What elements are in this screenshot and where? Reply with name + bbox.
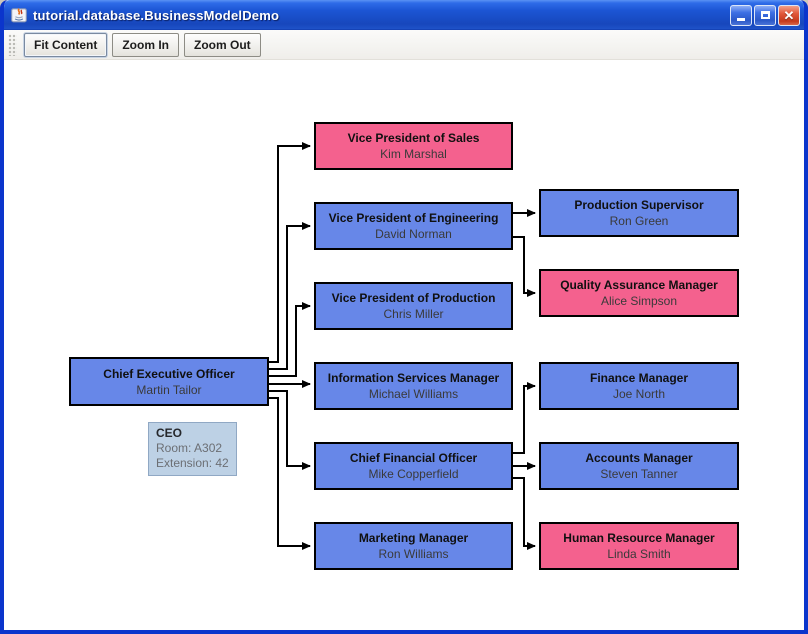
- node-person: Joe North: [612, 387, 666, 401]
- tooltip-room: Room: A302: [156, 441, 223, 455]
- node-vp-production[interactable]: Vice President of Production Chris Mille…: [314, 282, 513, 330]
- node-person: Martin Tailor: [136, 382, 202, 397]
- maximize-button[interactable]: [754, 4, 776, 26]
- node-finance-manager[interactable]: Finance Manager Joe North: [539, 362, 739, 410]
- tooltip-title: CEO: [156, 426, 183, 440]
- node-production-supervisor[interactable]: Production Supervisor Ron Green: [539, 189, 739, 237]
- close-button[interactable]: ✕: [778, 4, 800, 26]
- node-person: Ron Williams: [378, 547, 449, 561]
- fit-content-button[interactable]: Fit Content: [24, 32, 108, 57]
- zoom-in-button[interactable]: Zoom In: [112, 32, 179, 57]
- toolbar-drag-handle[interactable]: [8, 33, 17, 56]
- node-vp-sales[interactable]: Vice President of Sales Kim Marshal: [314, 122, 513, 170]
- node-person: Michael Williams: [368, 387, 459, 401]
- title-bar[interactable]: tutorial.database.BusinessModelDemo ✕: [4, 0, 804, 30]
- window-title: tutorial.database.BusinessModelDemo: [33, 7, 280, 23]
- maximize-icon: [760, 11, 770, 19]
- node-person: Steven Tanner: [600, 467, 678, 481]
- node-title: Quality Assurance Manager: [560, 278, 718, 292]
- java-icon: [11, 8, 27, 23]
- node-title: Production Supervisor: [574, 198, 704, 212]
- minimize-button[interactable]: [730, 4, 752, 26]
- diagram-canvas[interactable]: Chief Executive Officer Martin Tailor Vi…: [4, 60, 804, 630]
- node-title: Marketing Manager: [358, 531, 469, 545]
- node-title: Chief Financial Officer: [349, 451, 478, 465]
- node-person: Kim Marshal: [380, 147, 447, 161]
- node-info-services-manager[interactable]: Information Services Manager Michael Wil…: [314, 362, 513, 410]
- node-accounts-manager[interactable]: Accounts Manager Steven Tanner: [539, 442, 739, 490]
- node-person: Ron Green: [609, 214, 669, 228]
- node-title: Accounts Manager: [585, 451, 693, 465]
- node-hr-manager[interactable]: Human Resource Manager Linda Smith: [539, 522, 739, 570]
- minimize-icon: [737, 18, 745, 21]
- close-icon: ✕: [783, 7, 795, 23]
- node-cfo[interactable]: Chief Financial Officer Mike Copperfield: [314, 442, 513, 490]
- node-title: Vice President of Sales: [347, 131, 480, 145]
- node-person: Linda Smith: [607, 547, 671, 561]
- node-title: Human Resource Manager: [563, 531, 715, 545]
- node-title: Vice President of Engineering: [328, 211, 499, 225]
- node-title: Vice President of Production: [331, 291, 496, 305]
- node-person: Alice Simpson: [600, 294, 678, 308]
- node-person: David Norman: [375, 227, 452, 241]
- node-chief-executive-officer[interactable]: Chief Executive Officer Martin Tailor: [69, 357, 269, 406]
- ceo-tooltip: CEO Room: A302 Extension: 42: [148, 422, 237, 476]
- node-title: Finance Manager: [589, 371, 689, 385]
- node-title: Chief Executive Officer: [103, 366, 235, 381]
- node-title: Information Services Manager: [327, 371, 500, 385]
- tooltip-extension: Extension: 42: [156, 456, 229, 470]
- node-vp-engineering[interactable]: Vice President of Engineering David Norm…: [314, 202, 513, 250]
- node-qa-manager[interactable]: Quality Assurance Manager Alice Simpson: [539, 269, 739, 317]
- node-marketing-manager[interactable]: Marketing Manager Ron Williams: [314, 522, 513, 570]
- node-person: Chris Miller: [383, 307, 444, 321]
- node-person: Mike Copperfield: [368, 467, 459, 481]
- zoom-out-button[interactable]: Zoom Out: [184, 32, 261, 57]
- toolbar: Fit Content Zoom In Zoom Out: [4, 30, 804, 60]
